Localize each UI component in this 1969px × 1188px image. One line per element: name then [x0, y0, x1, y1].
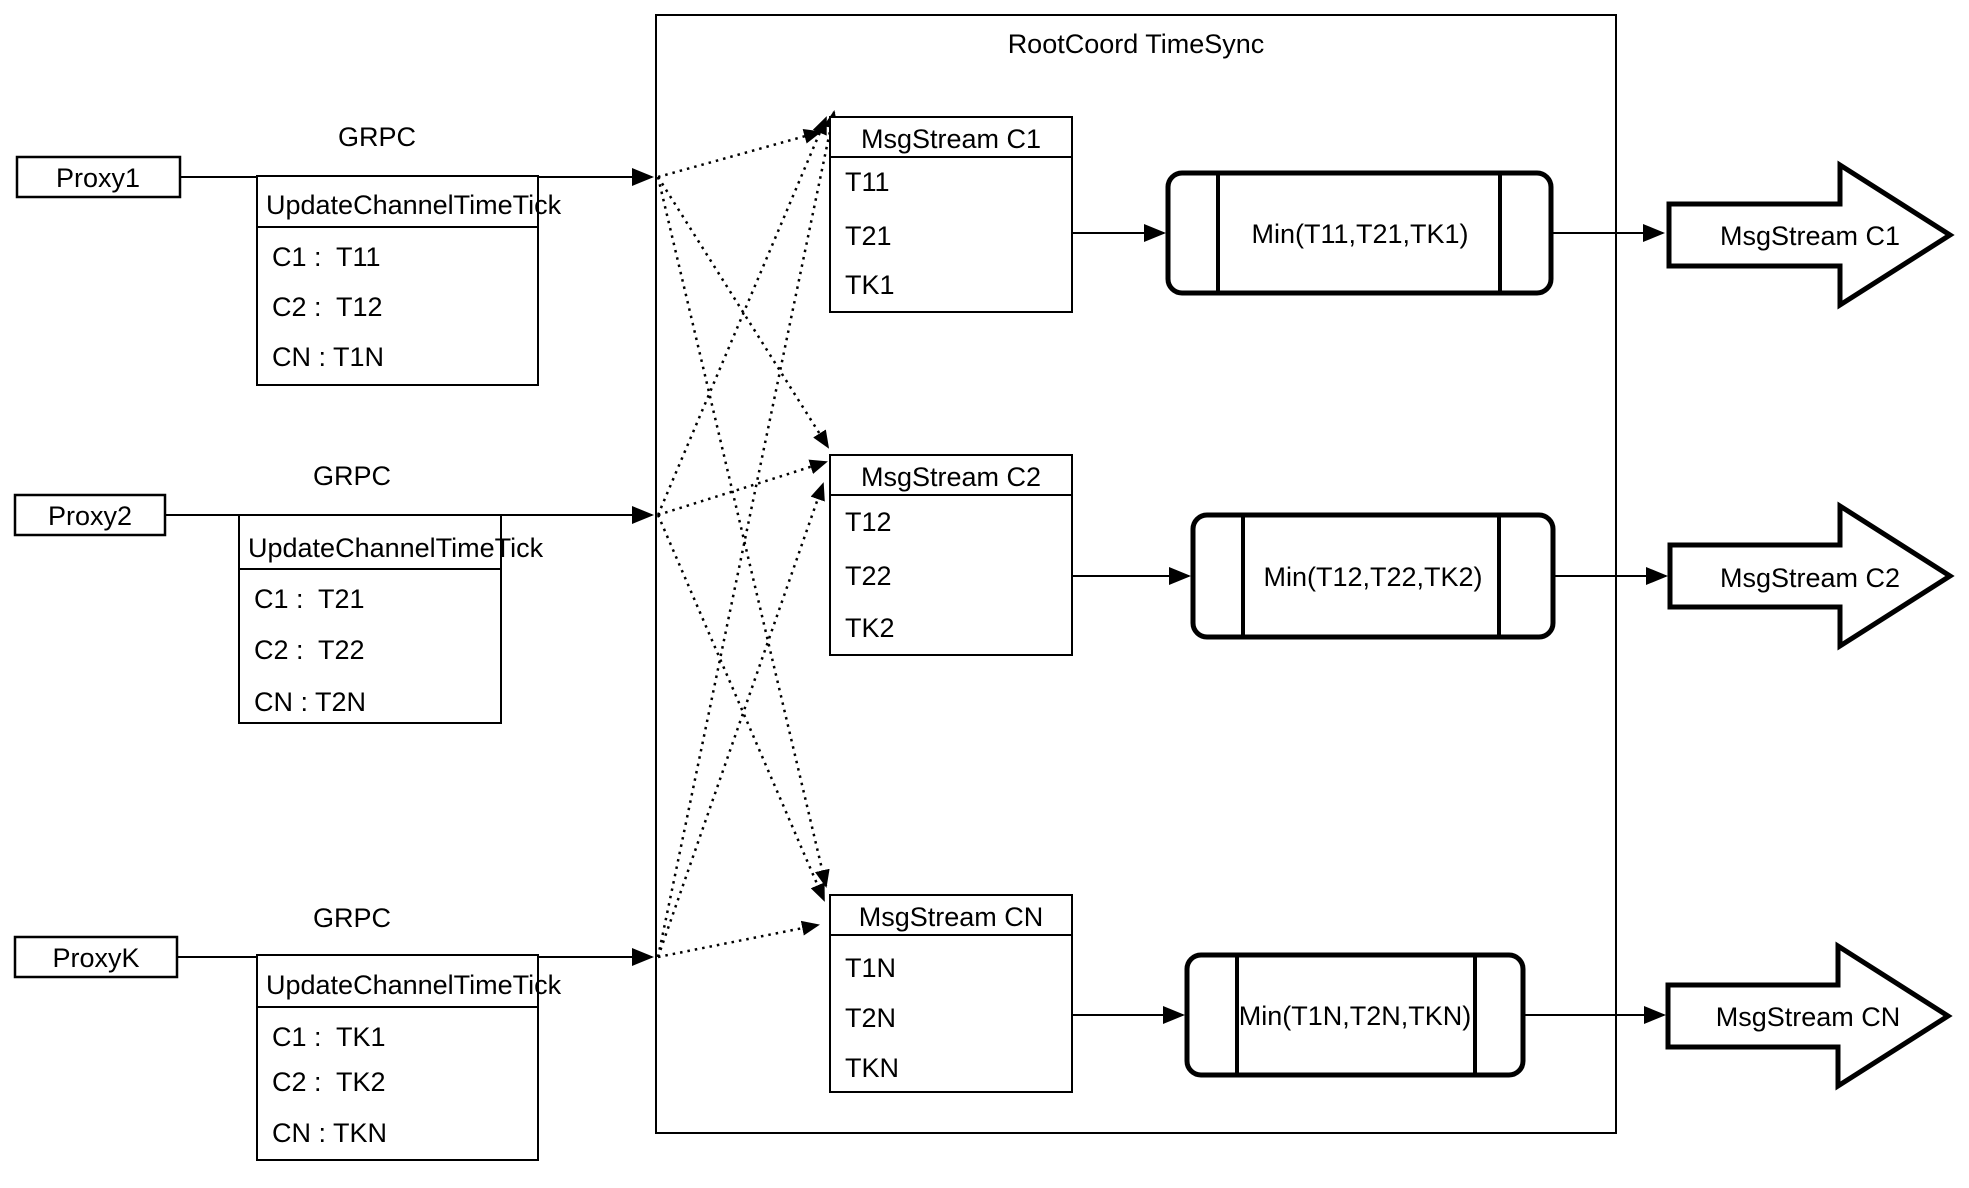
- output-arrow-c2: [1667, 501, 1955, 651]
- msgstream-cn-tick: T2N: [845, 1003, 896, 1033]
- proxyk-protocol-label: GRPC: [313, 903, 391, 933]
- proxy1-protocol-label: GRPC: [338, 122, 416, 152]
- proxy1-table-header: UpdateChannelTimeTick: [266, 190, 562, 220]
- proxy1-label: Proxy1: [56, 163, 140, 193]
- proxy2-group: Proxy2 GRPC UpdateChannelTimeTick C1 : T…: [13, 461, 654, 724]
- min-c2-label: Min(T12,T22,TK2): [1263, 562, 1482, 592]
- proxy2-label: Proxy2: [48, 501, 132, 531]
- proxy1-timetick-table: [256, 175, 539, 386]
- proxyk-channel-row: C1 : TK1: [272, 1022, 386, 1052]
- proxy2-timetick-table: [238, 514, 502, 724]
- msgstream-cn-title: MsgStream CN: [859, 902, 1044, 932]
- msgstream-cn-tick: T1N: [845, 953, 896, 983]
- fanout-arrow-p1-c1: [657, 129, 822, 179]
- min-cn-label: Min(T1N,T2N,TKN): [1239, 1001, 1472, 1031]
- msgstream-c2-tick: T22: [845, 561, 892, 591]
- output-arrow-c1: [1666, 160, 1955, 310]
- output-arrow-cn-label: MsgStream CN: [1716, 1002, 1901, 1032]
- msgstream-cn-table: [829, 894, 1073, 1093]
- proxy1-channel-row: C1 : T11: [272, 242, 381, 272]
- output-arrow-c2-label: MsgStream C2: [1720, 563, 1900, 593]
- msgstream-c1-tick: T21: [845, 221, 892, 251]
- msgstream-c2-title: MsgStream C2: [861, 462, 1041, 492]
- proxy2-channel-row: CN : T2N: [254, 687, 366, 717]
- proxyk-label: ProxyK: [52, 943, 139, 973]
- msgstream-c2-tick: TK2: [845, 613, 895, 643]
- proxyk-table-header: UpdateChannelTimeTick: [266, 970, 562, 1000]
- proxy2-channel-row: C1 : T21: [254, 584, 365, 614]
- proxy1-channel-row: CN : T1N: [272, 342, 384, 372]
- proxyk-channel-row: CN : TKN: [272, 1118, 387, 1148]
- output-arrow-c1-label: MsgStream C1: [1720, 221, 1900, 251]
- fanout-arrow-p1-c2: [656, 176, 830, 449]
- stream-c2-lane: MsgStream C2 T12 T22 TK2 Min(T12,T22,TK2…: [829, 454, 1955, 656]
- min-c1-label: Min(T11,T21,TK1): [1251, 219, 1468, 249]
- rootcoord-title: RootCoord TimeSync: [1008, 29, 1265, 59]
- stream-c1-lane: MsgStream C1 T11 T21 TK1 Min(T11,T21,TK1…: [829, 116, 1955, 313]
- msgstream-c1-table: [829, 116, 1073, 313]
- proxy2-table-header: UpdateChannelTimeTick: [248, 533, 544, 563]
- proxy1-box: [15, 155, 182, 199]
- fanout-arrow-p2-cn: [656, 514, 826, 902]
- msgstream-c2-table: [829, 454, 1073, 656]
- proxy1-channel-row: C2 : T12: [272, 292, 383, 322]
- msgstream-cn-tick: TKN: [845, 1053, 899, 1083]
- proxyk-group: ProxyK GRPC UpdateChannelTimeTick C1 : T…: [13, 903, 654, 1161]
- proxy2-channel-row: C2 : T22: [254, 635, 365, 665]
- proxyk-channel-row: C2 : TK2: [272, 1067, 386, 1097]
- timetick-fanout: [656, 110, 839, 959]
- msgstream-c1-tick: T11: [845, 167, 890, 197]
- msgstream-c1-tick: TK1: [845, 270, 895, 300]
- fanout-arrow-pk-c2: [656, 482, 825, 958]
- msgstream-c1-title: MsgStream C1: [861, 124, 1041, 154]
- proxyk-box: [13, 935, 179, 979]
- proxy1-group: Proxy1 GRPC UpdateChannelTimeTick C1 : T…: [15, 122, 654, 386]
- proxy2-box: [13, 493, 167, 537]
- proxyk-timetick-table: [256, 954, 539, 1161]
- proxy2-protocol-label: GRPC: [313, 461, 391, 491]
- fanout-arrow-pk-cn: [657, 920, 820, 959]
- msgstream-c2-tick: T12: [845, 507, 892, 537]
- fanout-arrow-pk-c1: [656, 110, 839, 958]
- fanout-arrow-p1-cn: [656, 176, 830, 888]
- stream-cn-lane: MsgStream CN T1N T2N TKN Min(T1N,T2N,TKN…: [829, 894, 1953, 1093]
- output-arrow-cn: [1665, 941, 1953, 1091]
